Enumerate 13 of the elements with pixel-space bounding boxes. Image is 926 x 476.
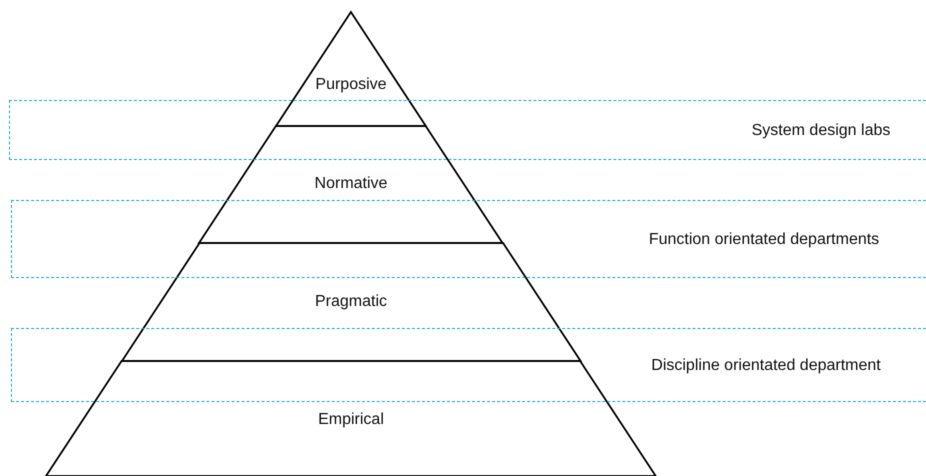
band-label: Discipline orientated department xyxy=(651,357,881,375)
pyramid-level xyxy=(122,243,580,361)
dashed-band xyxy=(11,328,926,402)
dashed-band xyxy=(11,200,926,278)
band-label: System design labs xyxy=(752,122,890,140)
level-label: Normative xyxy=(314,175,388,193)
pyramid-level xyxy=(199,126,503,243)
band-label: Function orientated departments xyxy=(648,231,880,249)
level-label: Purposive xyxy=(315,76,387,94)
level-label: Empirical xyxy=(318,411,384,429)
level-label: Pragmatic xyxy=(314,293,387,311)
dashed-band xyxy=(9,100,926,160)
pyramid-level xyxy=(276,12,426,126)
